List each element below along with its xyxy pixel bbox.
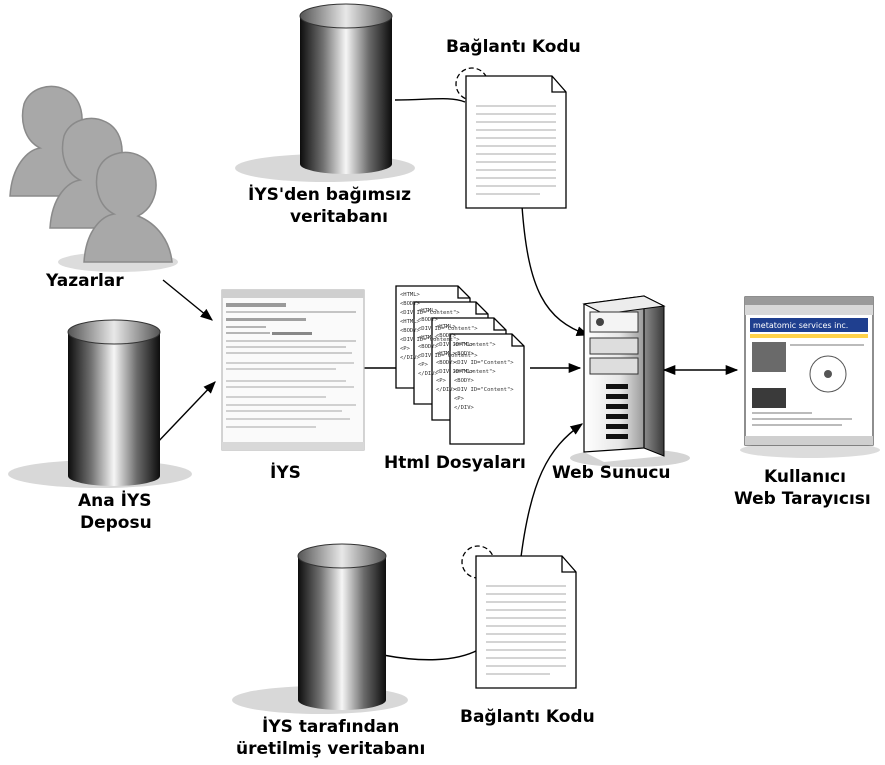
- html-snippet-line: <DIV ID="Content">: [436, 342, 496, 348]
- html-snippet-line: </DIV>: [454, 405, 475, 411]
- authors-to-cms-arrow: [162, 279, 213, 321]
- html-snippet-line: <BODY>: [418, 344, 439, 350]
- generated-db-to-code-line: [382, 649, 479, 661]
- html-snippet-line: <BODY>: [400, 328, 421, 334]
- repository-label-line1: Ana İYS: [78, 491, 152, 511]
- bottom-connection-code-label: Bağlantı Kodu: [460, 707, 595, 727]
- generated-database-icon: [232, 543, 408, 714]
- html-snippet-line: <DIV ID="Content">: [418, 326, 478, 332]
- top-code-to-server-arrow: [521, 205, 590, 337]
- html-snippet-line: <BODY>: [436, 333, 457, 339]
- repo-to-cms-arrow: [154, 381, 216, 446]
- cms-label: İYS: [270, 463, 301, 483]
- html-snippet-line: <P>: [400, 346, 411, 352]
- html-snippet-line: <BODY>: [454, 378, 475, 384]
- html-snippet-line: <DIV ID="Content">: [454, 387, 514, 393]
- html-snippet-line: <DIV ID="Content">: [436, 369, 496, 375]
- html-snippet-line: <BODY>: [436, 360, 457, 366]
- web-browser-icon: metatomic services inc.: [740, 296, 880, 458]
- bottom-code-to-server-arrow: [519, 423, 584, 566]
- html-snippet-line: <HTML>: [400, 292, 421, 298]
- html-snippet-line: <HTML>: [400, 319, 421, 325]
- browser-label-line1: Kullanıcı: [764, 467, 846, 487]
- html-snippet-line: <DIV ID="Content">: [400, 310, 460, 316]
- top-connection-code-icon: [455, 67, 567, 209]
- web-server-label: Web Sunucu: [552, 463, 671, 483]
- html-snippet-line: <HTML>: [436, 324, 457, 330]
- html-snippet-line: <HTML>: [418, 335, 439, 341]
- main-repository-database-icon: [8, 319, 192, 488]
- html-snippet-line: <HTML>: [436, 351, 457, 357]
- authors-label: Yazarlar: [46, 271, 124, 291]
- top-connection-code-label: Bağlantı Kodu: [446, 37, 581, 57]
- authors-people-icon: [9, 85, 178, 272]
- cms-screen-icon: [221, 289, 365, 451]
- html-snippet-line: </DIV>: [436, 387, 457, 393]
- repository-label-line2: Deposu: [80, 513, 152, 533]
- generated-database-label-line2: üretilmiş veritabanı: [236, 739, 426, 759]
- html-snippet-line: <DIV ID="Content">: [454, 360, 514, 366]
- browser-site-title: metatomic services inc.: [753, 321, 848, 330]
- independent-database-icon: [235, 3, 415, 182]
- html-snippet-line: <P>: [418, 362, 429, 368]
- html-snippet-line: <DIV ID="Content">: [400, 337, 460, 343]
- html-snippet-line: <HTML>: [418, 308, 439, 314]
- html-files-label: Html Dosyaları: [384, 453, 526, 473]
- html-snippet-line: <P>: [436, 378, 447, 384]
- generated-database-label-line1: İYS tarafından: [262, 717, 400, 737]
- connectors: [154, 97, 739, 661]
- html-file-page-4: [449, 333, 525, 445]
- html-snippet-line: <DIV ID="Content">: [418, 353, 478, 359]
- independent-db-to-code-line: [394, 97, 466, 103]
- html-snippet-line: <HTML>: [454, 342, 475, 348]
- html-snippet-line: <BODY>: [454, 351, 475, 357]
- bottom-connection-code-icon: [461, 545, 577, 689]
- web-server-icon: [570, 295, 690, 467]
- html-snippet-line: </DIV>: [418, 371, 439, 377]
- html-snippet-line: <P>: [454, 396, 465, 402]
- independent-database-label-line1: İYS'den bağımsız: [248, 185, 411, 205]
- browser-label-line2: Web Tarayıcısı: [734, 489, 871, 509]
- independent-database-label-line2: veritabanı: [290, 207, 388, 227]
- html-snippet-line: <BODY>: [418, 317, 439, 323]
- html-files-icon: <HTML><BODY><DIV ID="Content"><HTML><BOD…: [395, 285, 525, 445]
- html-snippet-line: <BODY>: [400, 301, 421, 307]
- html-snippet-line: <HTML>: [454, 369, 475, 375]
- html-snippet-line: </DIV>: [400, 355, 421, 361]
